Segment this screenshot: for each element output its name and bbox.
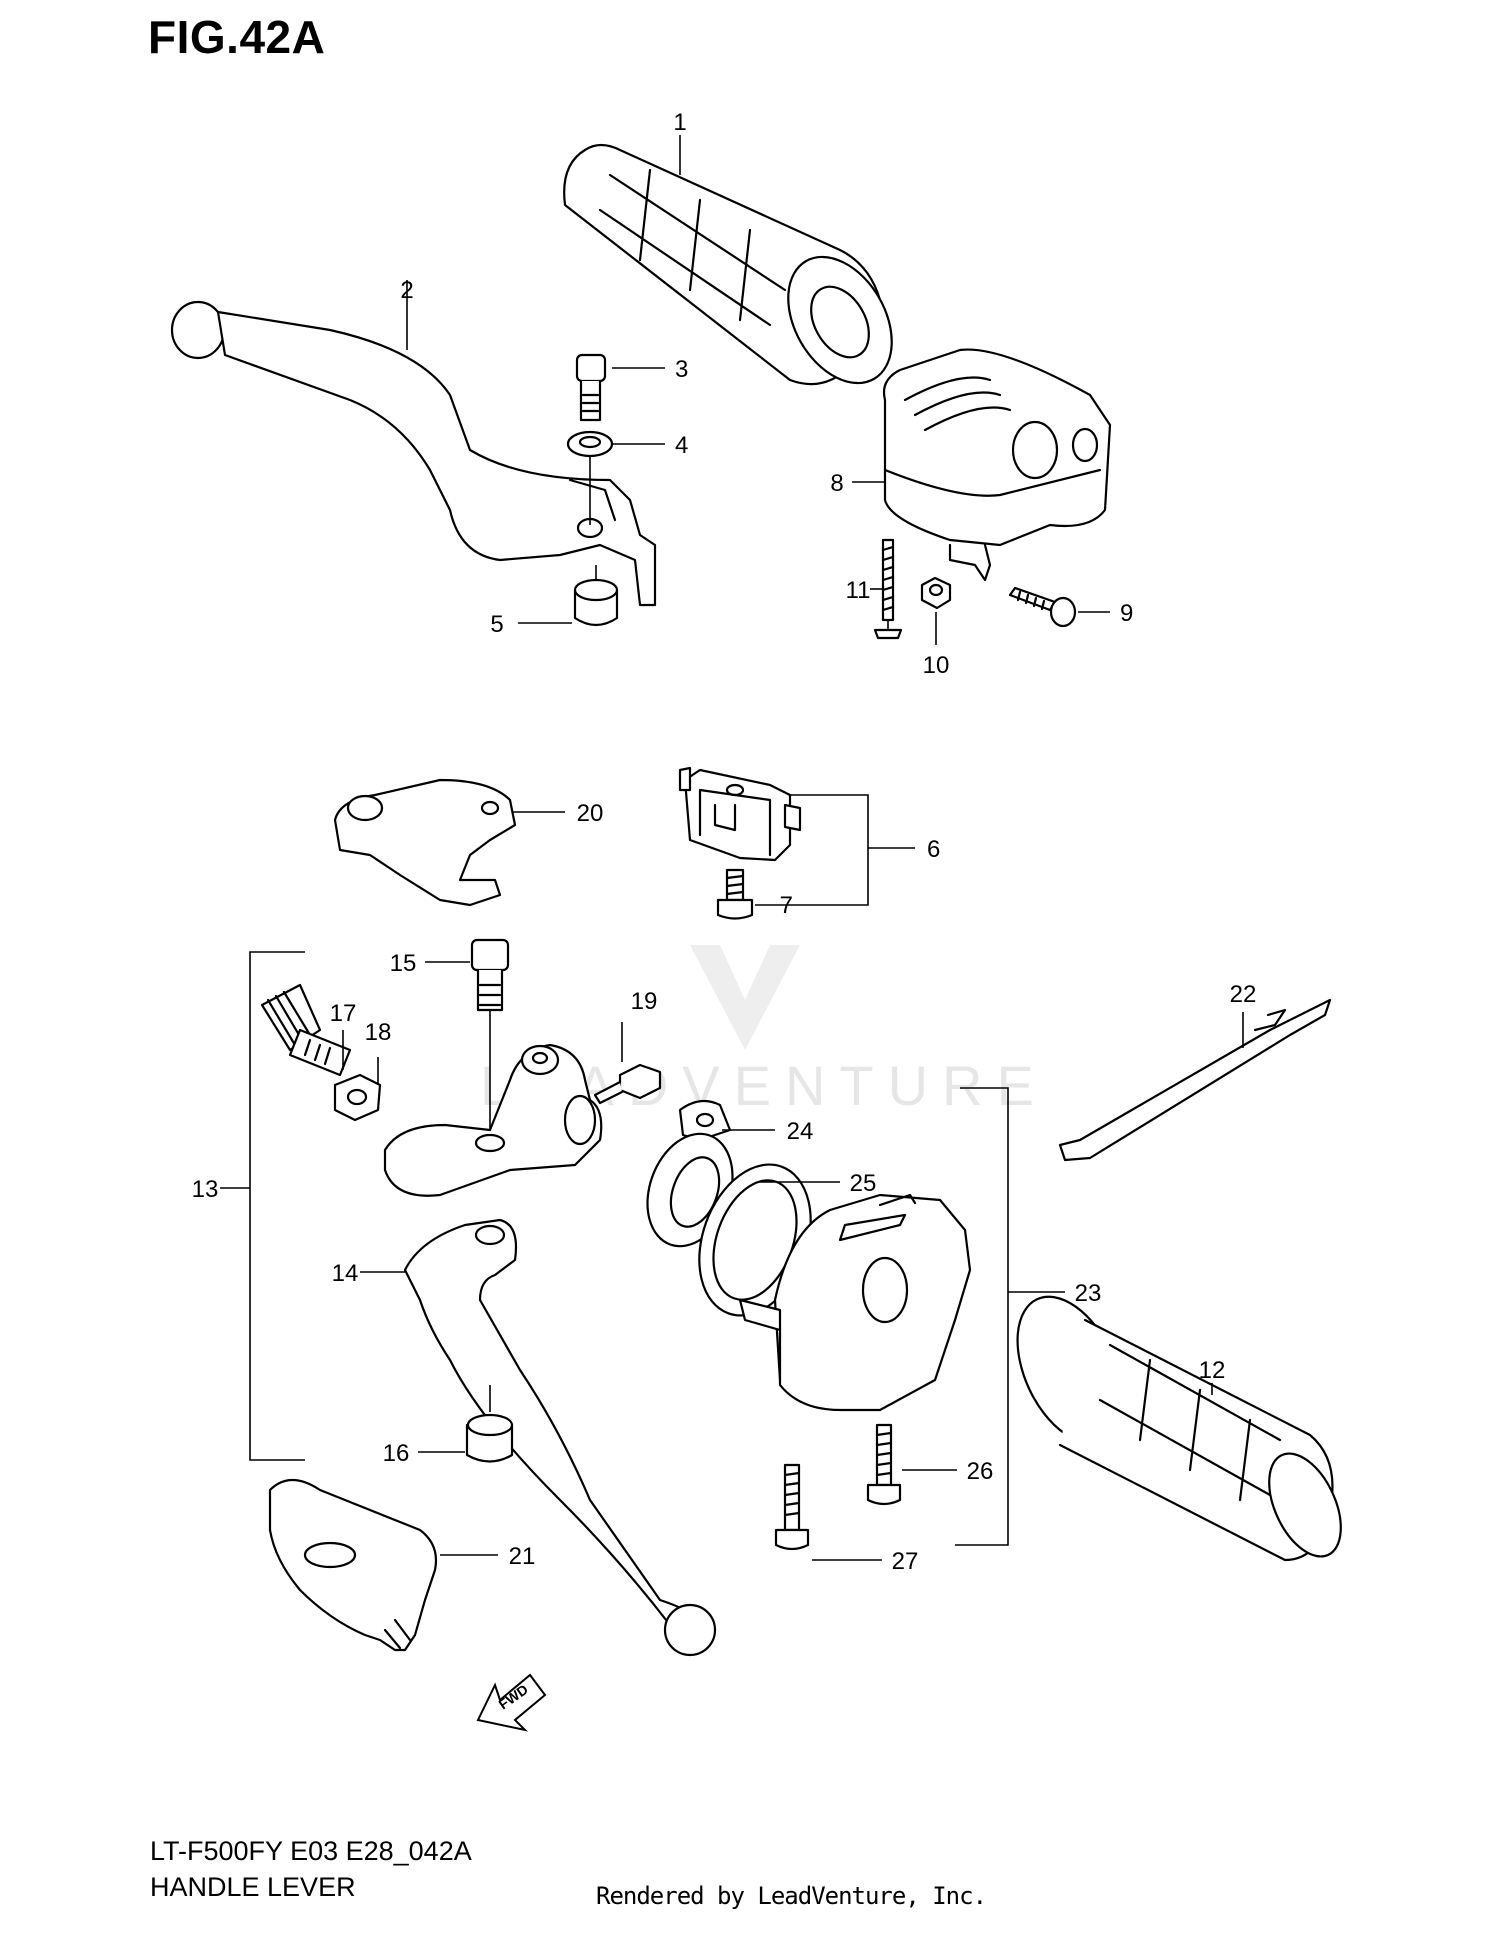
callout-20: 20 (577, 800, 604, 827)
callout-3: 3 (675, 356, 688, 383)
callout-27: 27 (892, 1548, 919, 1575)
rendered-by: Rendered by LeadVenture, Inc. (596, 1882, 987, 1910)
callout-17: 17 (330, 1000, 357, 1027)
callout-14: 14 (332, 1260, 359, 1287)
part-16-nut (465, 1385, 514, 1463)
callout-23: 23 (1075, 1280, 1102, 1307)
part-27-screw (774, 1463, 810, 1551)
callout-13: 13 (192, 1176, 219, 1203)
callout-26: 26 (967, 1458, 994, 1485)
part-10-nut (920, 576, 952, 610)
callout-21: 21 (509, 1543, 536, 1570)
part-12-grip (1016, 1295, 1342, 1562)
part-9-screw (1008, 586, 1077, 628)
part-15-bolt (470, 938, 510, 1140)
model-code: LT-F500FY E03 E28_042A (150, 1836, 472, 1866)
part-20-plate (333, 778, 517, 907)
part-11-screw (873, 538, 903, 640)
callout-24: 24 (787, 1118, 814, 1145)
part-14-lever (403, 1218, 717, 1657)
callout-5: 5 (490, 611, 503, 638)
callout-8: 8 (830, 470, 843, 497)
callout-16: 16 (383, 1440, 410, 1467)
part-8-switch-housing (882, 348, 1112, 582)
part-21-cover (268, 1478, 438, 1652)
callout-22: 22 (1230, 981, 1257, 1008)
part-3-bolt (575, 353, 607, 422)
callout-2: 2 (400, 277, 413, 304)
part-13-bracket (383, 1043, 603, 1197)
part-19-screw (593, 1063, 662, 1105)
callout-7: 7 (780, 892, 793, 919)
part-2-lever (170, 300, 657, 607)
callout-1: 1 (673, 109, 686, 136)
part-26-screw (866, 1423, 902, 1506)
part-6-switch (678, 766, 802, 862)
callout-4: 4 (675, 432, 688, 459)
callout-11: 11 (846, 577, 871, 604)
part-4-washer (566, 430, 614, 525)
fwd-arrow: FWD (476, 1673, 547, 1732)
section-name: HANDLE LEVER (150, 1872, 356, 1902)
callout-6: 6 (927, 836, 940, 863)
leader-lines (220, 135, 1244, 1561)
part-17-adjuster (260, 983, 352, 1077)
callout-18: 18 (365, 1019, 392, 1046)
part-5-nut (573, 565, 619, 627)
part-22-cable-tie (1058, 998, 1332, 1162)
callout-19: 19 (631, 988, 658, 1015)
part-18-nut (333, 1073, 382, 1122)
callout-25: 25 (850, 1170, 877, 1197)
callout-9: 9 (1120, 600, 1133, 627)
callout-10: 10 (923, 652, 950, 679)
figure-title: FIG.42A (148, 11, 326, 63)
part-7-screw (716, 868, 754, 920)
callout-15: 15 (390, 950, 417, 977)
part-1-grip (563, 143, 893, 386)
part-23-switch-housing (738, 1193, 972, 1412)
callout-labels: 1 2 3 4 5 6 7 8 9 10 11 12 13 14 15 16 1… (192, 109, 1257, 1575)
callout-12: 12 (1199, 1357, 1226, 1384)
